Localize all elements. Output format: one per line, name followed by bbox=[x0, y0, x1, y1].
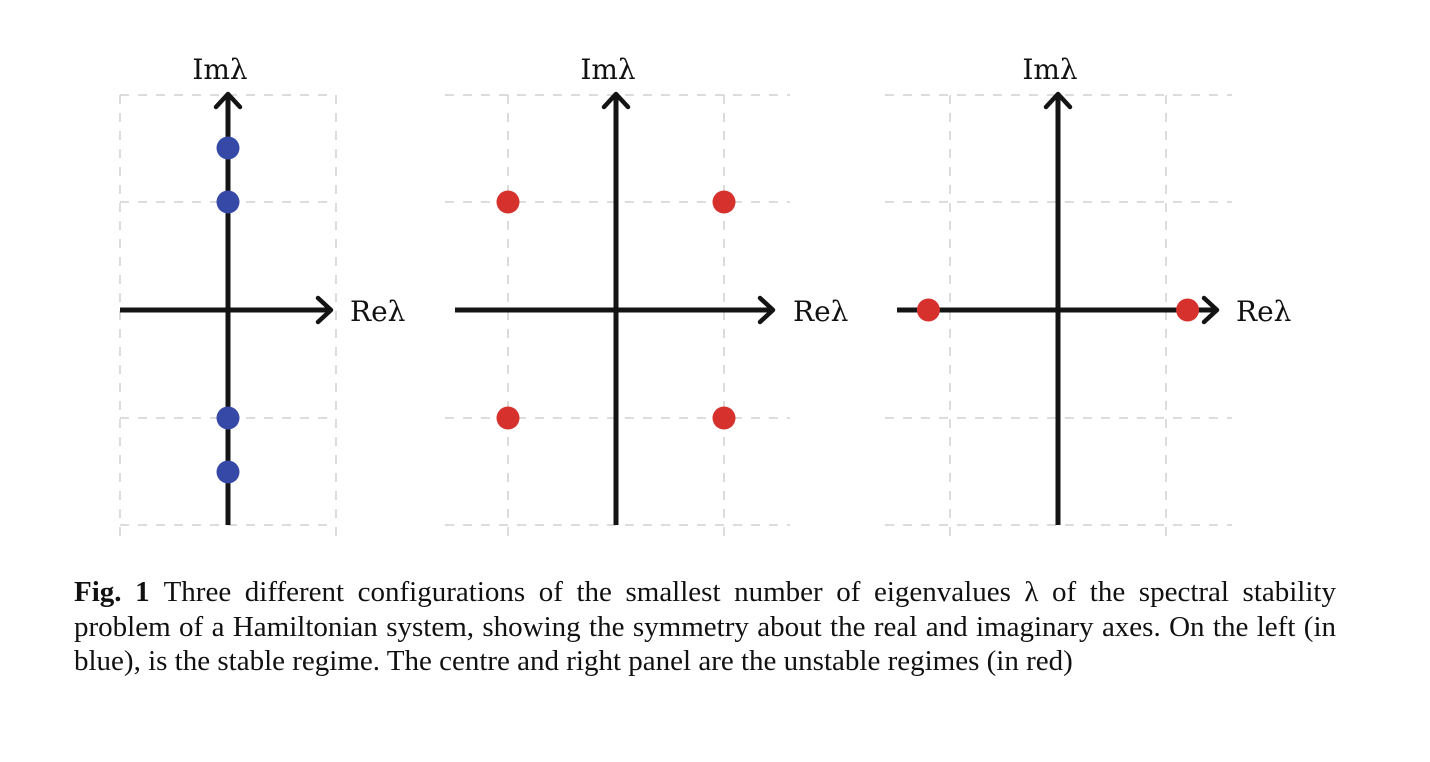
im-axis-label: Imλ bbox=[192, 53, 247, 86]
eigenvalue-point bbox=[216, 190, 240, 214]
re-axis-label: Reλ bbox=[1236, 295, 1291, 328]
im-axis-label: Imλ bbox=[1022, 53, 1077, 86]
eigenvalue-point bbox=[712, 406, 736, 430]
real-axis-arrowhead bbox=[315, 295, 334, 325]
re-axis-label: Reλ bbox=[350, 295, 405, 328]
real-axis-arrowhead bbox=[757, 295, 776, 325]
caption-label: Fig. 1 bbox=[74, 576, 150, 608]
imaginary-axis-arrowhead bbox=[1043, 91, 1073, 110]
eigenvalue-point bbox=[712, 190, 736, 214]
eigenvalue-point bbox=[216, 136, 240, 160]
imaginary-axis-arrowhead bbox=[601, 91, 631, 110]
eigenvalue-point bbox=[916, 298, 940, 322]
caption-text: Three different configurations of the sm… bbox=[74, 576, 1336, 677]
imaginary-axis-arrowhead bbox=[213, 91, 243, 110]
eigenvalue-point bbox=[1176, 298, 1200, 322]
re-axis-label: Reλ bbox=[793, 295, 848, 328]
eigenvalue-point bbox=[496, 190, 520, 214]
im-axis-label: Imλ bbox=[580, 53, 635, 86]
grid-right bbox=[885, 94, 1232, 537]
real-axis-arrowhead bbox=[1201, 295, 1220, 325]
eigenvalue-point bbox=[216, 460, 240, 484]
eigenvalue-point bbox=[216, 406, 240, 430]
eigenvalue-point bbox=[496, 406, 520, 430]
grid-left bbox=[119, 94, 337, 537]
